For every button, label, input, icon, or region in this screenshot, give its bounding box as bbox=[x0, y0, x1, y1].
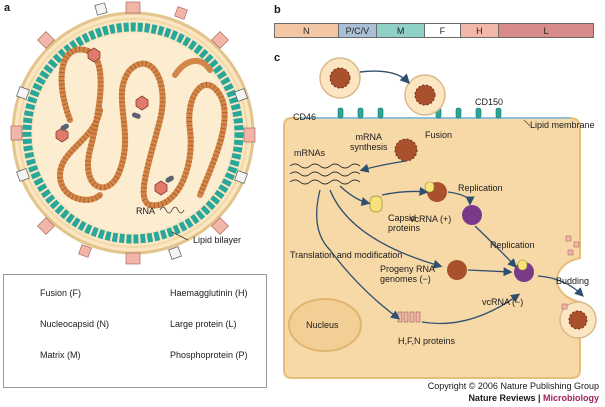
replication-label-1: Replication bbox=[458, 183, 503, 193]
legend: Fusion (F) Haemagglutinin (H) Nucleocaps… bbox=[3, 274, 267, 388]
nucleus bbox=[288, 298, 362, 352]
journal-credit: Nature Reviews | Microbiology bbox=[468, 393, 599, 403]
panel-c-label: c bbox=[274, 52, 281, 64]
lipid-bilayer-label: Lipid bilayer bbox=[193, 235, 242, 245]
cd150-label: CD150 bbox=[475, 97, 504, 107]
legend-large-protein-label: Large protein (L) bbox=[170, 319, 237, 329]
mrnas-label: mRNAs bbox=[294, 148, 325, 158]
panel-a-label: a bbox=[4, 2, 11, 14]
legend-phosphoprotein-label: Phosphoprotein (P) bbox=[170, 350, 248, 360]
incoming-virion-1 bbox=[319, 57, 361, 99]
cell-receptors bbox=[337, 107, 502, 119]
credit-separator: | bbox=[535, 393, 543, 403]
budding-label: Budding bbox=[556, 276, 590, 286]
bud-site-spikes bbox=[561, 235, 580, 310]
phosphoprotein-markers bbox=[60, 112, 174, 183]
incoming-virion-2 bbox=[404, 74, 446, 116]
fusion-step-label: Fusion bbox=[425, 130, 453, 140]
mrna-synthesis-label: mRNA synthesis bbox=[350, 132, 388, 152]
vcrna-plus-label: vcRNA (+) bbox=[410, 214, 452, 224]
genome-segment-h: H bbox=[460, 24, 500, 37]
life-cycle bbox=[283, 57, 597, 379]
copyright-text: Copyright © 2006 Nature Publishing Group bbox=[427, 381, 599, 391]
panel-b-label: b bbox=[274, 4, 281, 16]
cd46-label: CD46 bbox=[293, 112, 317, 122]
surface-glycoproteins bbox=[10, 1, 256, 265]
capsid-proteins-label: Capsid proteins bbox=[388, 213, 421, 233]
virion bbox=[10, 1, 256, 265]
progeny-label: Progeny RNA genomes (−) bbox=[380, 264, 436, 284]
lipid-membrane-label: Lipid membrane bbox=[530, 120, 595, 130]
genome-segment-l: L bbox=[499, 24, 594, 37]
capsid-protein bbox=[369, 195, 383, 213]
legend-haemagglutinin-label: Haemagglutinin (H) bbox=[170, 288, 248, 298]
legend-matrix-label: Matrix (M) bbox=[40, 350, 81, 360]
hfn-proteins-label: H,F,N proteins bbox=[398, 336, 456, 346]
rna-strand bbox=[159, 206, 185, 214]
cycle-arrows bbox=[316, 160, 584, 325]
mrna-strands bbox=[289, 163, 361, 185]
budding-virion bbox=[559, 301, 597, 339]
replication-label-2: Replication bbox=[490, 240, 535, 250]
entry-arrow bbox=[359, 70, 410, 85]
genome-segment-m: M bbox=[377, 24, 426, 37]
progeny-core bbox=[447, 260, 467, 280]
journal-name: Nature Reviews bbox=[468, 393, 536, 403]
nucleus-label: Nucleus bbox=[306, 320, 339, 330]
section-name: Microbiology bbox=[543, 393, 599, 403]
legend-nucleocapsid-label: Nucleocapsid (N) bbox=[40, 319, 110, 329]
rna-label: RNA bbox=[136, 206, 156, 216]
matrix-layer bbox=[22, 22, 244, 244]
translation-label: Translation and modification bbox=[290, 250, 403, 260]
vcrna-plus-core bbox=[462, 205, 482, 225]
large-protein-markers bbox=[55, 47, 168, 196]
genome-segment-n: N bbox=[275, 24, 339, 37]
vcrna-minus-label: vcRNA (−) bbox=[482, 297, 524, 307]
legend-fusion-label: Fusion (F) bbox=[40, 288, 82, 298]
genome-segment-pcv: P/C/V bbox=[338, 24, 378, 37]
released-nucleocapsid bbox=[395, 139, 417, 161]
genome-segment-f: F bbox=[425, 24, 461, 37]
